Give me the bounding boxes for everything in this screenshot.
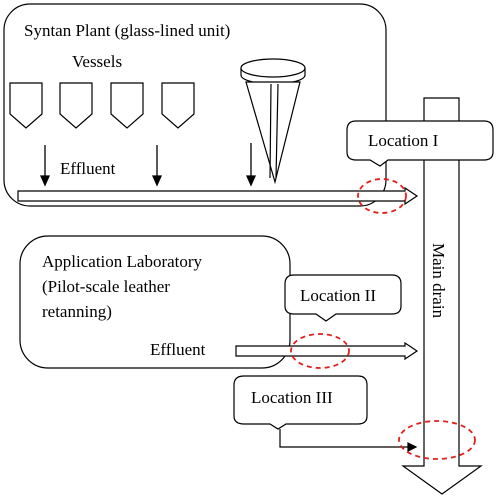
vessels-label: Vessels (72, 52, 122, 71)
location-1-callout: Location I (346, 120, 494, 167)
location-2-label: Location II (300, 286, 376, 305)
location-3-connector (279, 429, 418, 452)
main-drain-label: Main drain (429, 243, 448, 319)
lab-effluent-pipe-arrow (235, 341, 419, 361)
vessel (161, 82, 195, 129)
sampling-point-1-marker (357, 178, 407, 214)
conical-reactor (240, 58, 306, 185)
location-3-callout: Location III (233, 375, 368, 430)
plant-effluent-label: Effluent (60, 159, 116, 178)
sampling-point-3-marker (398, 420, 476, 460)
syntan-plant-box (3, 3, 387, 207)
lab-title-line-1: Application Laboratory (42, 252, 203, 271)
plant-title: Syntan Plant (glass-lined unit) (24, 21, 230, 40)
lab-title-line-3: retanning) (42, 302, 112, 321)
sampling-point-2-marker (290, 333, 350, 369)
vessel (59, 82, 93, 129)
location-1-label: Location I (368, 131, 439, 150)
effluent-down-arrows (39, 143, 257, 187)
reactor-lid (240, 58, 306, 78)
vessel (110, 82, 144, 129)
reactor-cone (245, 81, 301, 185)
vessel-group (9, 82, 195, 129)
lab-effluent-label: Effluent (150, 340, 206, 359)
vessel (9, 82, 43, 129)
location-3-label: Location III (251, 388, 333, 407)
lab-title-line-2: (Pilot-scale leather (42, 277, 170, 296)
plant-effluent-pipe-arrow (17, 186, 419, 206)
location-2-callout: Location II (284, 274, 402, 322)
sampling-markers (290, 178, 476, 460)
